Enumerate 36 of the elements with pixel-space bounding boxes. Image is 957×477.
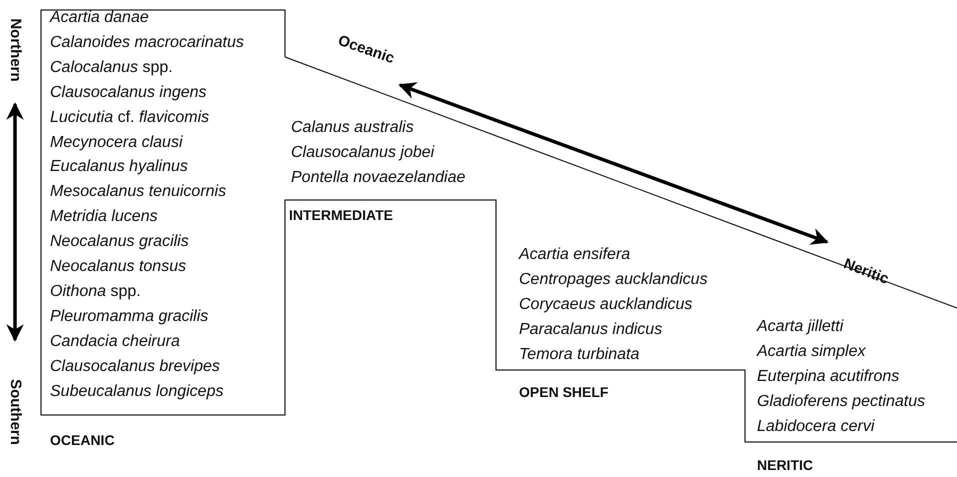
direction-label: Neritic — [840, 254, 892, 290]
species-name: Euterpina acutifrons — [757, 367, 900, 387]
zone-heading: NERITIC — [757, 456, 813, 475]
species-name: Lucicutia cf. flavicomis — [50, 108, 210, 128]
species-name: Calanus australis — [291, 118, 414, 138]
species-name: Acarta jilletti — [757, 317, 844, 337]
direction-label: Southern — [6, 379, 25, 445]
species-name: Paracalanus indicus — [519, 320, 662, 340]
species-name: Neocalanus tonsus — [50, 257, 186, 277]
species-name: Eucalanus hyalinus — [50, 157, 188, 178]
direction-label: Northern — [6, 18, 25, 82]
species-name: Centropages aucklandicus — [519, 270, 708, 290]
species-name: Calocalanus spp. — [50, 58, 173, 78]
species-name: Pleuromamma gracilis — [50, 306, 208, 327]
species-name: Acartia danae — [50, 8, 149, 28]
species-name: Clausocalanus brevipes — [50, 356, 220, 377]
species-name: Clausocalanus ingens — [50, 82, 207, 103]
species-name: Calanoides macrocarinatus — [50, 32, 244, 53]
species-name: Gladioferens pectinatus — [757, 392, 926, 412]
zone-heading: OPEN SHELF — [519, 383, 608, 402]
species-name: Subeucalanus longiceps — [50, 382, 224, 402]
species-name: Neocalanus gracilis — [50, 232, 189, 252]
species-name: Mecynocera clausi — [50, 132, 182, 152]
species-name: Corycaeus aucklandicus — [519, 295, 692, 315]
species-name: Acartia simplex — [757, 342, 866, 362]
species-name: Oithona spp. — [50, 282, 141, 302]
species-name: Labidocera cervi — [757, 417, 874, 437]
species-name: Mesocalanus tenuicornis — [50, 182, 226, 202]
species-name: Temora turbinata — [519, 345, 640, 365]
zone-heading: INTERMEDIATE — [289, 206, 393, 225]
species-name: Metridia lucens — [50, 207, 158, 228]
species-name: Clausocalanus jobei — [291, 143, 434, 163]
species-name: Candacia cheirura — [50, 332, 180, 352]
zone-heading: OCEANIC — [50, 431, 115, 450]
species-name: Acartia ensifera — [519, 245, 630, 265]
species-name: Pontella novaezelandiae — [291, 168, 466, 188]
